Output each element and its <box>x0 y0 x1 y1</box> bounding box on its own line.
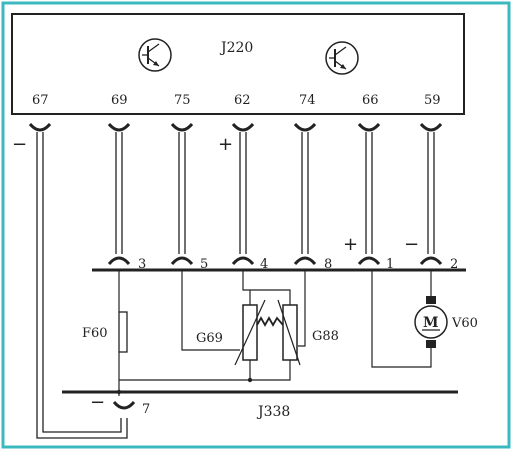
ecu-terminal-74 <box>293 122 317 132</box>
ecu-box <box>11 13 465 115</box>
sensor-g88-arrow <box>277 299 301 366</box>
ground-junction-dot <box>116 389 122 395</box>
cable-67-7 <box>36 132 128 439</box>
connector-terminal-8 <box>293 256 317 266</box>
connector-terminal-2 <box>419 256 443 266</box>
sensor-g69-arrow <box>234 299 266 366</box>
ground-minus-sign: − <box>90 392 105 413</box>
ground-terminal-7 <box>112 400 136 410</box>
sensor-wire-5 <box>181 270 240 351</box>
ecu-terminal-69 <box>107 122 131 132</box>
motor-body <box>414 305 448 339</box>
ecu-pin-67: 67 <box>32 93 49 108</box>
ecu-terminal-75 <box>170 122 194 132</box>
cable-75-5 <box>178 132 186 254</box>
heater-coil <box>256 316 284 327</box>
connector-plus-sign: + <box>343 234 358 255</box>
connector-pin-5: 5 <box>200 257 208 272</box>
cable-69-3 <box>115 132 123 254</box>
ecu-terminal-62 <box>231 122 255 132</box>
ecu-pin-59: 59 <box>424 93 441 108</box>
sensor-b-label: G88 <box>312 329 339 344</box>
motor-label: V60 <box>451 316 478 331</box>
cable-59-2 <box>427 132 435 254</box>
cable-62-4 <box>239 132 247 254</box>
sensor-common <box>249 360 291 381</box>
cable-66-1 <box>365 132 373 254</box>
ground-pin-7: 7 <box>142 402 150 417</box>
fuse-body <box>118 311 128 353</box>
ecu-pin-69: 69 <box>111 93 128 108</box>
connector-pin-8: 8 <box>324 257 332 272</box>
sensor-wire-4 <box>242 270 291 305</box>
connector-pin-1: 1 <box>386 257 394 272</box>
connector-terminal-3 <box>107 256 131 266</box>
transistor-icon <box>138 38 172 72</box>
ecu-pin-75: 75 <box>174 93 191 108</box>
motor-brush-bottom <box>426 340 436 348</box>
ecu-terminal-66 <box>357 122 381 132</box>
ecu-minus-sign: − <box>12 134 27 155</box>
ecu-label: J220 <box>219 40 253 56</box>
motor-symbol: M <box>423 315 439 331</box>
ecu-terminal-59 <box>419 122 443 132</box>
ecu-terminal-67 <box>28 122 52 132</box>
connector-terminal-5 <box>170 256 194 266</box>
ecu-pin-62: 62 <box>234 93 251 108</box>
connector-minus-sign: − <box>404 234 419 255</box>
motor-brush-top <box>426 296 436 304</box>
connector-terminal-4 <box>231 256 255 266</box>
cable-74-8 <box>301 132 309 254</box>
ecu-pin-74: 74 <box>299 93 316 108</box>
motor-return-wire <box>371 270 432 368</box>
ecu-plus-sign: + <box>218 134 233 155</box>
fuse-label: F60 <box>82 326 108 341</box>
transistor-icon <box>325 41 359 75</box>
connector-pin-4: 4 <box>260 257 268 272</box>
ground-label: J338 <box>256 404 290 420</box>
sensor-a-label: G69 <box>196 331 223 346</box>
connector-pin-2: 2 <box>450 257 458 272</box>
ecu-pin-66: 66 <box>362 93 379 108</box>
sensor-wire-8 <box>298 270 306 347</box>
connector-pin-3: 3 <box>138 257 146 272</box>
connector-terminal-1 <box>357 256 381 266</box>
